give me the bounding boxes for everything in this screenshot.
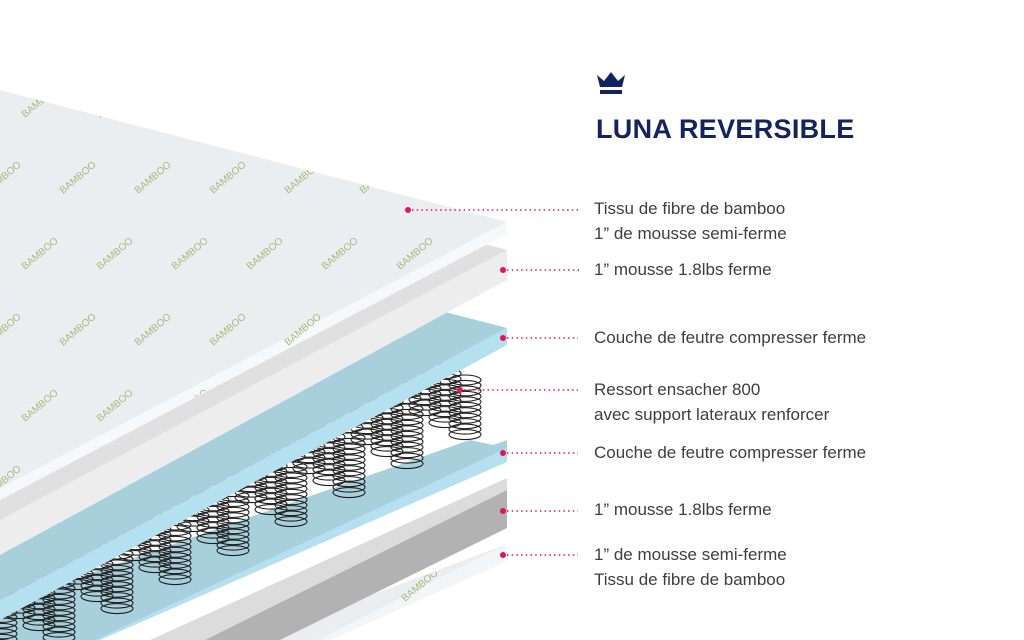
crown-icon [597, 72, 625, 94]
label-top-fabric: Tissu de fibre de bamboo 1” de mousse se… [594, 199, 787, 243]
callout-dot [500, 552, 506, 558]
bamboo-pattern-text: BAMBOO [320, 84, 361, 121]
product-title: LUNA REVERSIBLE [596, 114, 855, 144]
bamboo-pattern-text: BAMBOO [95, 84, 136, 121]
callouts [405, 207, 580, 558]
bamboo-pattern-text: BAMBOO [470, 84, 511, 121]
layer-top-felt [0, 312, 507, 620]
callout-dot [500, 450, 506, 456]
bamboo-pattern-text: BAMBOO [433, 616, 474, 640]
label-bottom-felt: Couche de feutre compresser ferme [594, 443, 867, 462]
label-bottom-foam: 1” mousse 1.8lbs ferme [594, 500, 772, 519]
layer-bottom-foam [150, 478, 507, 640]
callout-dot [500, 335, 506, 341]
spring-coil [448, 374, 482, 441]
label-top-foam: 1” mousse 1.8lbs ferme [594, 260, 772, 279]
callout-dot [500, 508, 506, 514]
bamboo-pattern-text: BAMBOO [433, 160, 474, 197]
label-bottom-fabric: 1” de mousse semi-ferme Tissu de fibre d… [594, 545, 787, 589]
callout-dot [500, 267, 506, 273]
layer-top-foam [0, 240, 507, 555]
label-springs: Ressort ensacher 800 avec support latera… [594, 380, 830, 424]
layer-bottom-felt [0, 440, 507, 640]
label-top-felt: Couche de feutre compresser ferme [594, 328, 867, 347]
callout-dot [405, 207, 411, 213]
bamboo-pattern-text: BAMBOO [170, 84, 211, 121]
bamboo-pattern-text: BAMBOO [245, 84, 286, 121]
bamboo-pattern-text: BAMBOO [395, 84, 436, 121]
spring-coil [100, 548, 134, 615]
callout-dot [457, 387, 463, 393]
